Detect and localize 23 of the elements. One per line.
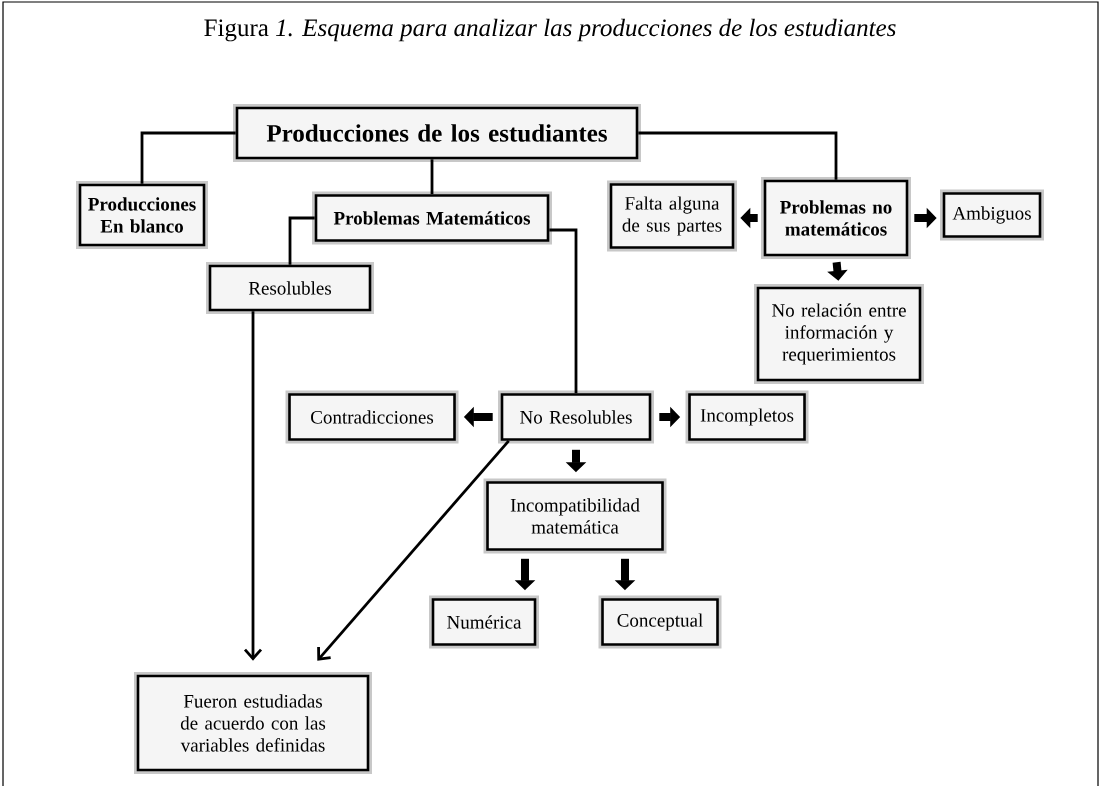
result-box: Fueron estudiadas de acuerdo con las variables definidas — [134, 672, 372, 774]
arrow — [243, 311, 263, 661]
arrow — [317, 439, 510, 661]
connector-line — [430, 159, 434, 195]
subcategory-box: Conceptual — [598, 595, 722, 649]
connector-line — [140, 131, 236, 184]
subcategory-box: No relación entre información y requerimientos — [754, 284, 924, 384]
figure-title: Figura 1. Esquema para analizar las producciones de los estudiantes — [204, 18, 896, 42]
connector-line — [549, 228, 578, 394]
heading-box: Producciones de los estudiantes — [233, 104, 641, 162]
subcategory-box: No Resolubles — [498, 390, 654, 444]
connector-line — [288, 216, 315, 265]
subcategory-box: Contradicciones — [285, 390, 459, 444]
category-box: Producciones En blanco — [76, 181, 208, 249]
subcategory-box: Resolubles — [206, 262, 374, 314]
subcategory-box: Numérica — [429, 595, 539, 649]
subcategory-box: Ambiguos — [940, 189, 1044, 241]
category-box: Problemas no matemáticos — [761, 177, 911, 259]
connector-line — [638, 131, 838, 180]
subcategory-box: Falta alguna de sus partes — [607, 180, 737, 252]
subcategory-box: Incompatibilidad matemática — [483, 478, 667, 554]
category-box: Problemas Matemáticos — [312, 191, 552, 245]
subcategory-box: Incompletos — [685, 390, 809, 444]
